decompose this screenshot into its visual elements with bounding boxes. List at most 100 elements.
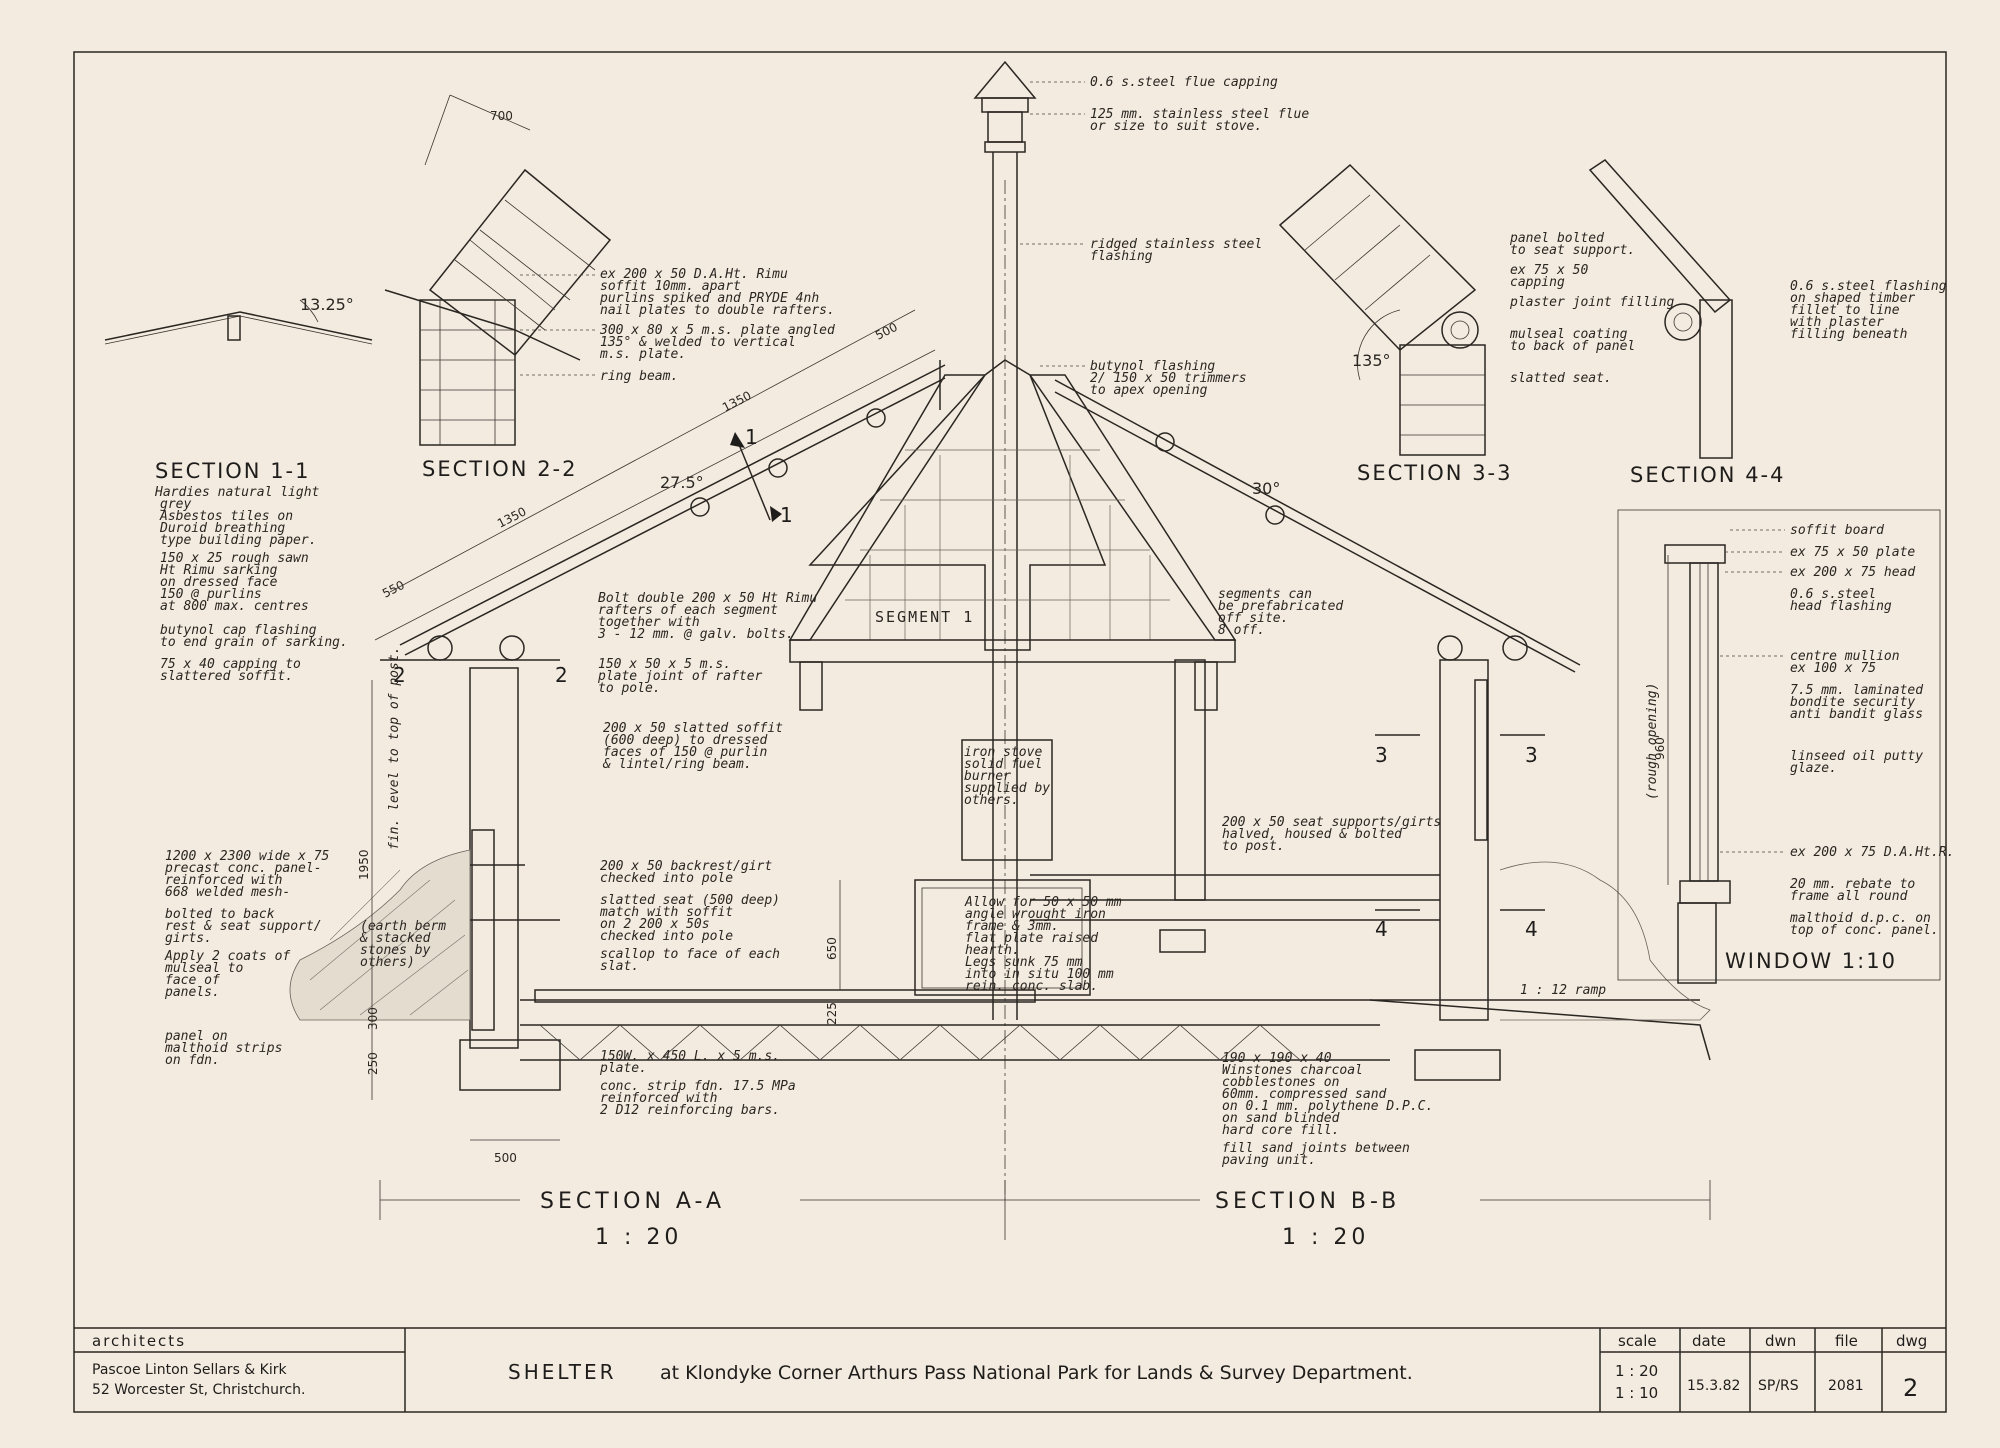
svg-text:ex 75 x 50 plate: ex 75 x 50 plate [1790,545,1915,560]
architects-label: architects [92,1332,186,1350]
svg-text:668 welded mesh-: 668 welded mesh- [165,885,290,900]
svg-text:2 D12 reinforcing bars.: 2 D12 reinforcing bars. [600,1103,780,1118]
roof: 1350 500 1350 550 27.5° 30° SEGMENT 1 1 … [374,309,1581,772]
svg-text:60mm. compressed sand: 60mm. compressed sand [1222,1087,1387,1102]
svg-text:0.6 s.steel flashing: 0.6 s.steel flashing [1790,279,1947,294]
svg-text:1 : 12 ramp: 1 : 12 ramp [1520,983,1606,998]
svg-text:to apex opening: to apex opening [1090,383,1208,398]
svg-text:face of: face of [165,973,220,988]
svg-text:paving unit.: paving unit. [1221,1153,1316,1168]
svg-text:(600 deep) to dressed: (600 deep) to dressed [603,733,768,748]
file-label: file [1835,1332,1858,1350]
section-2-2-dim: 700 [490,109,513,123]
svg-text:200 x 50 slatted soffit: 200 x 50 slatted soffit [603,721,783,736]
mid-notes: 200 x 50 backrest/girt checked into pole… [599,859,796,1118]
svg-text:iron stove: iron stove [964,745,1042,760]
date-label: date [1692,1332,1726,1350]
svg-text:butynol flashing: butynol flashing [1090,359,1215,374]
svg-text:(earth berm: (earth berm [360,919,446,934]
dim-650: 650 [825,937,839,960]
section-3-3-title: SECTION 3-3 [1357,461,1513,485]
svg-text:bolted to back: bolted to back [165,907,275,922]
window-detail: 960 (rough opening) WINDOW 1:10 soffit b… [1617,509,1954,984]
svg-text:slat.: slat. [600,959,639,974]
date-value: 15.3.82 [1687,1378,1740,1394]
svg-text:plate joint of rafter: plate joint of rafter [597,669,763,684]
svg-text:rest & seat support/: rest & seat support/ [165,919,322,934]
svg-text:Legs sunk 75 mm: Legs sunk 75 mm [965,955,1083,970]
left-notes: 1200 x 2300 wide x 75 precast conc. pane… [164,849,330,1068]
svg-text:panel on: panel on [164,1029,228,1044]
svg-text:0.6 s.steel: 0.6 s.steel [1790,587,1876,602]
section-2-2-title: SECTION 2-2 [422,457,578,481]
svg-text:flashing: flashing [1090,249,1153,264]
dwg-label: dwg [1896,1332,1927,1350]
svg-text:bondite security: bondite security [1790,695,1915,710]
svg-text:& lintel/ring beam.: & lintel/ring beam. [602,757,752,772]
svg-text:scallop to face of each: scallop to face of each [600,947,780,962]
marker-4-left: 4 [1375,917,1388,941]
stove: iron stove solid fuel burner supplied by… [914,745,1122,996]
svg-text:soffit 10mm. apart: soffit 10mm. apart [600,279,741,294]
section-b-b-title: SECTION B-B [1215,1189,1400,1214]
svg-text:Bolt double 200 x 50 Ht Rimu: Bolt double 200 x 50 Ht Rimu [598,591,817,606]
segment-label: SEGMENT 1 [875,608,974,626]
svg-text:7.5 mm. laminated: 7.5 mm. laminated [1790,683,1923,698]
flue: 0.6 s.steel flue capping 125 mm. stainle… [961,60,1309,1200]
svg-text:3 - 12 mm. @ galv. bolts.: 3 - 12 mm. @ galv. bolts. [597,627,794,642]
roof-dim-500: 500 [873,320,900,343]
svg-text:supplied by: supplied by [964,781,1050,796]
svg-text:ex 200 x 50 D.A.Ht. Rimu: ex 200 x 50 D.A.Ht. Rimu [600,267,788,282]
svg-text:frame all round: frame all round [1790,889,1908,904]
flue-notes: 0.6 s.steel flue capping 125 mm. stainle… [1090,75,1309,398]
svg-text:150W. x 450 L. x 5 m.s.: 150W. x 450 L. x 5 m.s. [600,1049,780,1064]
dwn-label: dwn [1765,1332,1796,1350]
svg-text:slatted seat (500 deep): slatted seat (500 deep) [600,893,780,908]
window-notes: soffit board ex 75 x 50 plate ex 200 x 7… [1789,523,1954,938]
svg-text:conc. strip fdn. 17.5 MPa: conc. strip fdn. 17.5 MPa [600,1079,796,1094]
svg-text:into in situ 100 mm: into in situ 100 mm [965,967,1114,982]
svg-text:rein. conc. slab.: rein. conc. slab. [965,979,1098,994]
section-1-1-title: SECTION 1-1 [155,459,311,483]
svg-text:Asbestos tiles on: Asbestos tiles on [159,509,293,524]
section-1-1-angle: 13.25° [300,295,354,314]
section-3-3: 135° SECTION 3-3 panel bolted to seat su… [1278,163,1675,485]
scale-label: scale [1618,1332,1657,1350]
svg-text:head flashing: head flashing [1790,599,1892,614]
svg-text:off site.: off site. [1218,611,1288,626]
section-titles: SECTION A-A 1 : 20 SECTION B-B 1 : 20 [379,1180,1711,1250]
svg-text:150 x 25 rough sawn: 150 x 25 rough sawn [160,551,309,566]
svg-text:filling beneath: filling beneath [1790,327,1907,342]
section-1-1: 13.25° SECTION 1-1 Hardies natural light… [104,295,373,684]
svg-text:on shaped timber: on shaped timber [1790,291,1915,306]
svg-text:135° & welded to vertical: 135° & welded to vertical [600,335,796,350]
section-3-3-angle: 135° [1352,351,1391,370]
drawing-title: at Klondyke Corner Arthurs Pass National… [660,1362,1413,1384]
dim-note-fin-level: fin. level to top of post. [387,647,402,851]
svg-text:panels.: panels. [164,985,220,1000]
svg-text:125 mm. stainless steel flue: 125 mm. stainless steel flue [1090,107,1309,122]
scale-value-2: 1 : 10 [1615,1384,1658,1402]
svg-text:slattered soffit.: slattered soffit. [160,669,293,684]
svg-text:faces of 150 @ purlin: faces of 150 @ purlin [603,745,767,760]
svg-text:reinforced with: reinforced with [600,1091,717,1106]
svg-text:on fdn.: on fdn. [165,1053,220,1068]
marker-1-upper: 1 [745,425,758,449]
svg-text:75 x 40 capping to: 75 x 40 capping to [160,657,301,672]
svg-text:cobblestones on: cobblestones on [1222,1075,1339,1090]
svg-text:nail plates to double rafters.: nail plates to double rafters. [600,303,835,318]
marker-3-right: 3 [1525,743,1538,767]
section-2-2: 700 SECTION 2-2 ex 200 x 50 D.A.Ht. Rimu… [384,94,835,481]
svg-text:Ht Rimu sarking: Ht Rimu sarking [159,563,278,578]
roof-tiles [845,449,1170,640]
section-1-1-notes: Hardies natural light grey Asbestos tile… [154,485,348,684]
svg-text:on sand blinded: on sand blinded [1222,1111,1340,1126]
svg-text:precast conc. panel-: precast conc. panel- [164,861,322,876]
svg-text:linseed oil putty: linseed oil putty [1790,749,1923,764]
svg-text:Hardies natural light: Hardies natural light [154,485,320,500]
svg-text:angle wrought iron: angle wrought iron [965,907,1106,922]
window-dim-note: (rough opening) [1645,683,1660,800]
svg-text:to pole.: to pole. [598,681,661,696]
